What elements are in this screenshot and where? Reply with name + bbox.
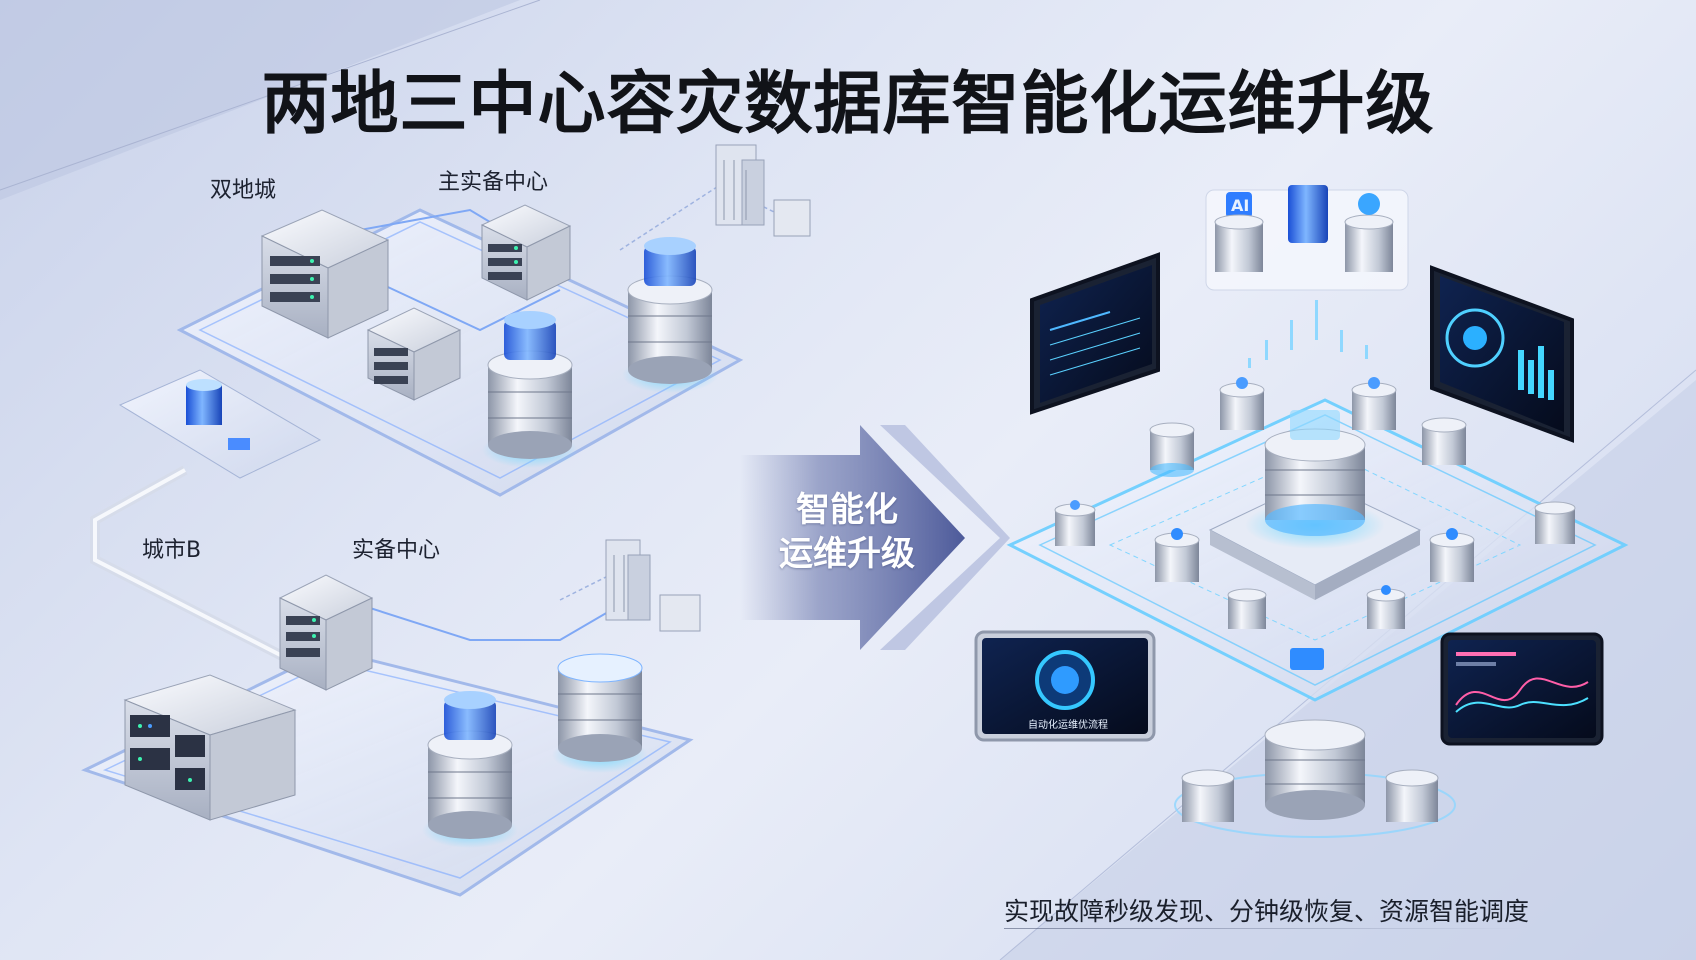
database-icon (1149, 422, 1195, 477)
database-icon (482, 311, 578, 468)
page-title: 两地三中心容灾数据库智能化运维升级 (261, 65, 1435, 144)
building-icon (715, 144, 811, 237)
database-icon (1181, 769, 1235, 822)
primary-site-platform (176, 184, 781, 497)
arrow-caption: 智能化 运维升级 (752, 488, 942, 576)
database-icon (1385, 769, 1439, 822)
tablet-label: 自动化运维优流程 (1028, 720, 1108, 731)
database-icon (1219, 377, 1265, 430)
ai-badge: AI (1231, 196, 1250, 215)
database-icon (1227, 588, 1267, 629)
data-particles (1248, 300, 1368, 368)
server-rack-icon (260, 209, 390, 339)
server-rack-icon (366, 307, 462, 401)
building-icon (605, 539, 701, 632)
caption-divider (1004, 928, 1524, 929)
analytics-screen (1440, 632, 1604, 746)
database-icon (1154, 528, 1200, 582)
database-icon (622, 237, 718, 393)
database-icon (1351, 377, 1397, 430)
database-icon (1429, 528, 1475, 582)
database-icon (1245, 410, 1385, 549)
city-a-label: 双地城 (210, 178, 277, 203)
database-icon (1054, 500, 1096, 546)
database-icon (1174, 719, 1456, 838)
database-icon (118, 369, 322, 479)
database-icon (422, 691, 518, 848)
arrow-caption-line1: 智能化 (796, 490, 898, 530)
server-rack-icon (480, 204, 572, 301)
server-rack-icon (278, 574, 374, 691)
backup-center-label: 实备中心 (352, 538, 441, 563)
bottom-caption: 实现故障秒级发现、分钟级恢复、资源智能调度 (1004, 897, 1530, 926)
database-icon (552, 653, 648, 773)
server-rack-icon (123, 674, 297, 821)
database-icon (1534, 501, 1576, 544)
arrow-caption-line2: 运维升级 (779, 534, 915, 574)
database-icon (1421, 417, 1467, 465)
intelligent-ops-platform (1006, 398, 1629, 702)
dashboard-screen (1430, 265, 1574, 443)
backup-site-platform (81, 559, 694, 897)
main-center-label: 主实备中心 (438, 170, 549, 195)
monitoring-screen (1030, 252, 1160, 415)
chip-icon (1290, 648, 1324, 670)
city-b-label: 城市B (142, 538, 202, 563)
database-icon (1366, 585, 1406, 629)
